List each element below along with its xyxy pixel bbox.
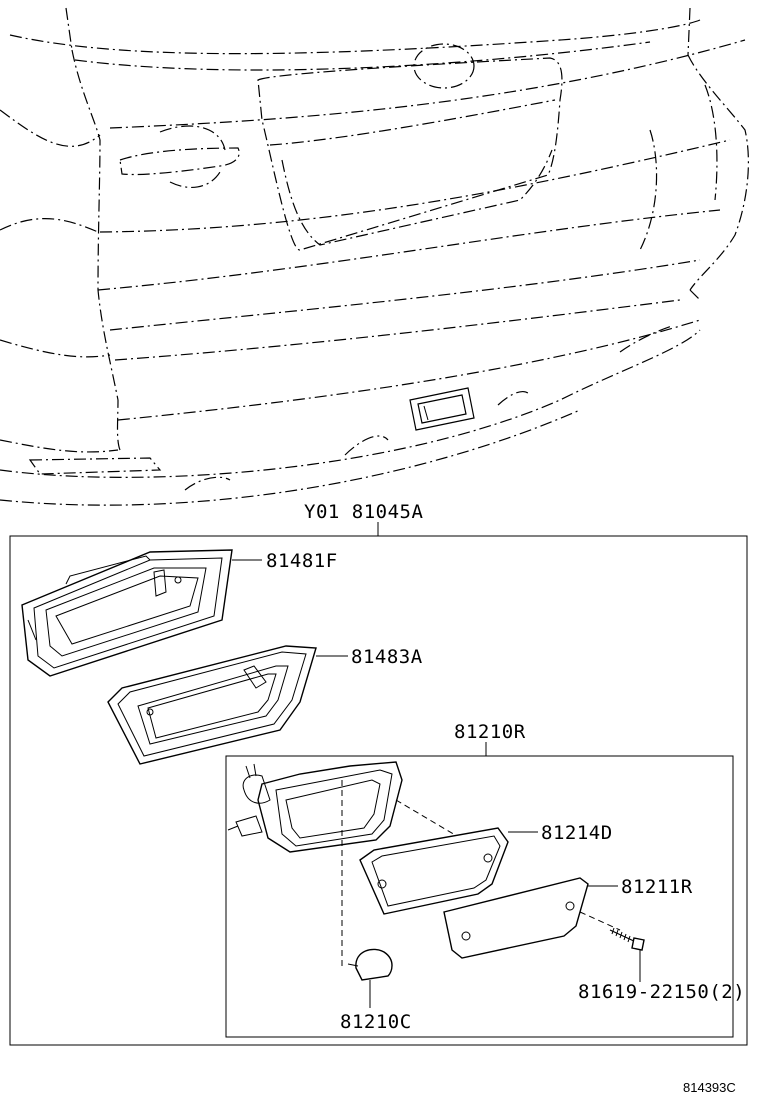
lamp-housing [227,761,403,853]
align-line-screw [579,911,621,931]
bumper-lamp [409,387,475,431]
part-81483A [107,645,317,765]
assembly-frame [9,535,748,1046]
part-81214D [359,827,509,915]
label-81211R: 81211R [621,876,693,898]
label-81210R: 81210R [454,721,526,743]
subassembly-frame [225,755,734,1038]
part-bulb-81210C [347,948,393,1008]
label-81214D: 81214D [541,822,613,844]
part-81481F [21,549,233,677]
figure-code: 814393C [683,1080,736,1095]
label-81483A: 81483A [351,646,423,668]
label-81619-22150: 81619-22150(2) [578,981,745,1003]
vehicle-rear-outline [0,7,749,506]
label-81210C: 81210C [340,1011,412,1033]
label-assembly: Y01 81045A [304,501,423,523]
part-screw-81619-22150 [609,927,645,982]
label-81481F: 81481F [266,550,338,572]
part-81211R [443,877,589,959]
